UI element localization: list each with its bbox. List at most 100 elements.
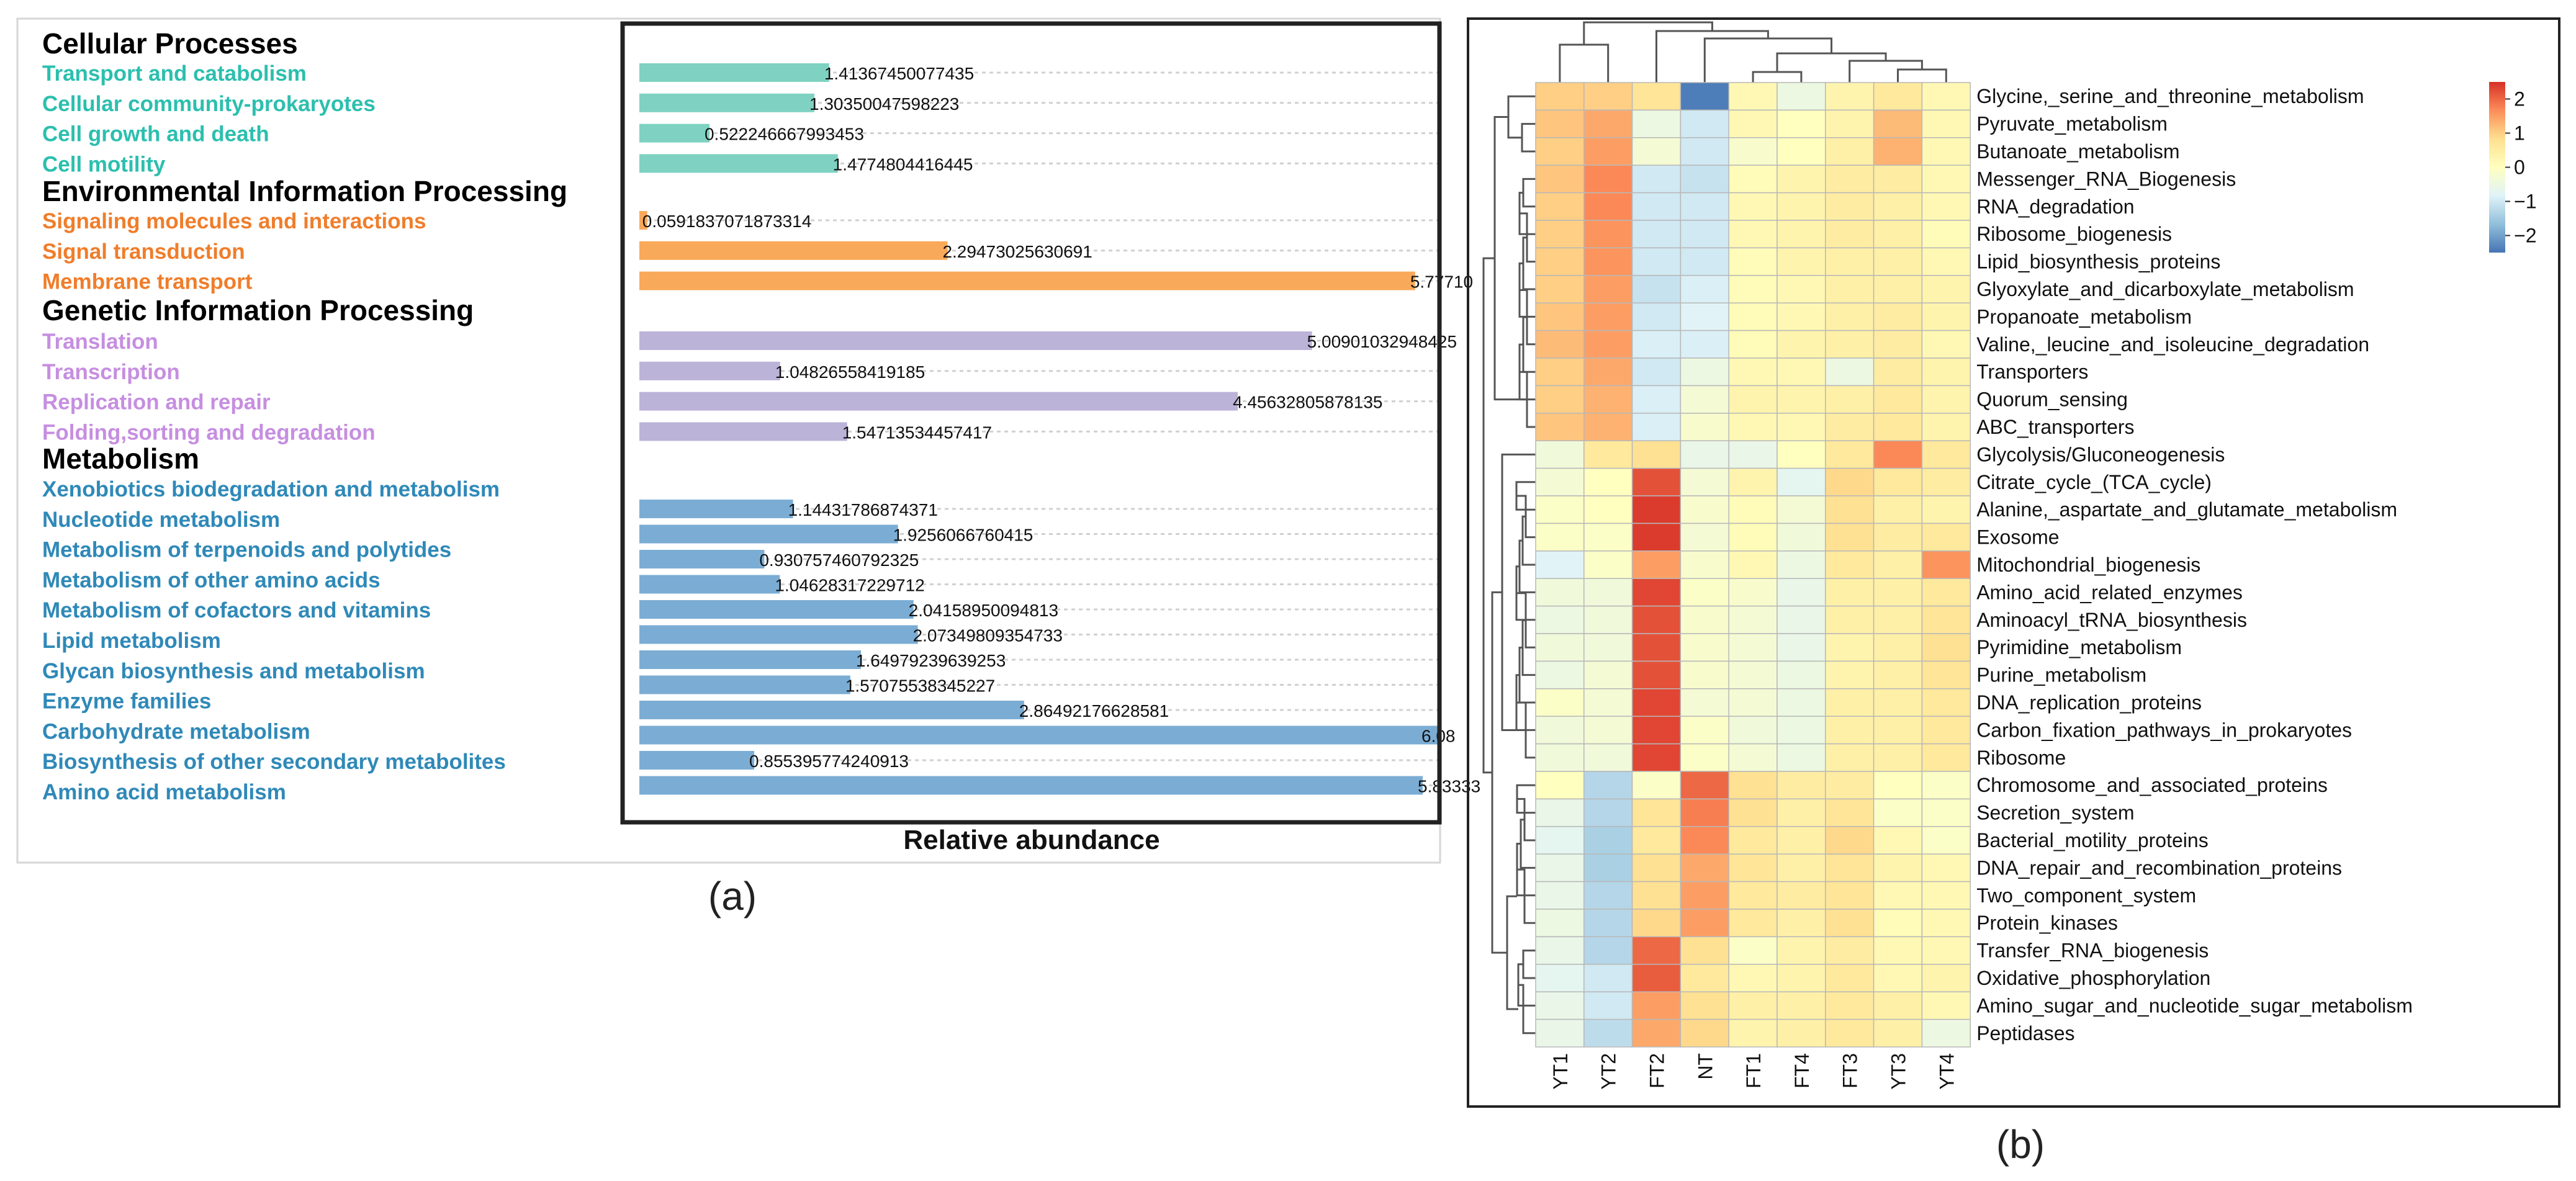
bar: [639, 361, 780, 380]
heatmap-cell: [1535, 716, 1585, 745]
dendrogram-branch: [1482, 257, 1495, 774]
heatmap-cell: [1583, 743, 1633, 772]
heatmap-cell: [1583, 164, 1633, 194]
heatmap-cell: [1873, 413, 1923, 441]
dendrogram-branch: [1776, 52, 1887, 72]
heatmap-cell: [1825, 660, 1875, 689]
bar-value-label: 2.29473025630691: [942, 242, 1092, 261]
bar-value-label: 1.57075538345227: [845, 676, 995, 696]
heatmap-cell: [1631, 330, 1682, 359]
heatmap-cell: [1777, 302, 1826, 331]
heatmap-cell: [1873, 330, 1923, 359]
bar-value-label: 1.14431786874371: [788, 500, 938, 519]
heatmap-cell: [1728, 330, 1778, 359]
heatmap-cell: [1631, 413, 1682, 441]
heatmap-cell: [1535, 1018, 1585, 1048]
heatmap-cell: [1873, 220, 1923, 249]
heatmap-column-label: YT1: [1549, 1053, 1572, 1090]
heatmap-column-label: NT: [1694, 1053, 1716, 1080]
heatmap-row-label: Mitochondrial_biogenesis: [1976, 554, 2200, 576]
heatmap-cell: [1680, 688, 1729, 717]
dendrogram-branch: [1703, 37, 1833, 83]
heatmap-cell: [1825, 330, 1875, 359]
heatmap-cell: [1535, 550, 1585, 579]
heatmap-cell: [1777, 330, 1826, 359]
heatmap-row-label: Ribosome_biogenesis: [1976, 223, 2172, 245]
heatmap-cell: [1825, 440, 1875, 469]
bar: [639, 123, 709, 143]
bar: [639, 701, 1024, 719]
heatmap-cell: [1825, 1018, 1875, 1048]
heatmap-cell: [1777, 964, 1826, 992]
heatmap-cell: [1680, 660, 1729, 689]
heatmap-row-label: Carbon_fixation_pathways_in_prokaryotes: [1976, 719, 2352, 741]
heatmap-cell: [1825, 605, 1875, 634]
heatmap-cell: [1825, 881, 1875, 910]
heatmap-cell: [1777, 137, 1826, 166]
heatmap-cell: [1728, 192, 1778, 221]
heatmap-cell: [1728, 137, 1778, 166]
heatmap-cell: [1777, 164, 1826, 194]
heatmap-cell: [1728, 688, 1778, 717]
bar: [639, 154, 838, 173]
heatmap-cell: [1535, 633, 1585, 662]
heatmap-cell: [1583, 385, 1633, 414]
heatmap-cell: [1583, 909, 1633, 938]
category-label: Translation: [42, 330, 158, 354]
heatmap-cell: [1631, 853, 1682, 882]
bar: [639, 63, 829, 82]
heatmap-cell: [1728, 413, 1778, 441]
heatmap-cell: [1535, 82, 1585, 111]
bar: [639, 241, 948, 260]
heatmap-cell: [1873, 660, 1923, 689]
heatmap-cell: [1728, 357, 1778, 387]
heatmap-cell: [1873, 523, 1923, 552]
heatmap-cell: [1921, 440, 1971, 469]
heatmap-cell: [1728, 633, 1778, 662]
bar: [639, 331, 1312, 350]
heatmap-row-label: Valine,_leucine_and_isoleucine_degradati…: [1976, 333, 2369, 356]
heatmap-cell: [1535, 467, 1585, 496]
heatmap-cell: [1825, 826, 1875, 855]
heatmap-cell: [1825, 109, 1875, 138]
heatmap-cell: [1728, 247, 1778, 276]
heatmap-cell: [1825, 991, 1875, 1020]
bar-value-label: 1.54713534457417: [842, 423, 992, 442]
heatmap-cell: [1873, 495, 1923, 524]
category-label: Membrane transport: [42, 270, 253, 294]
heatmap-cell: [1777, 523, 1826, 552]
heatmap-row-label: Propanoate_metabolism: [1976, 305, 2192, 328]
heatmap-cell: [1728, 964, 1778, 992]
heatmap-cell: [1777, 798, 1826, 827]
heatmap-cell: [1873, 302, 1923, 331]
heatmap-cell: [1631, 357, 1682, 387]
heatmap-cell: [1873, 275, 1923, 303]
heatmap-cell: [1873, 1018, 1923, 1048]
heatmap-cell: [1921, 550, 1971, 579]
panel-a-label: (a): [708, 874, 757, 918]
heatmap-cell: [1921, 330, 1971, 359]
heatmap-cell: [1825, 909, 1875, 938]
heatmap-cell: [1921, 247, 1971, 276]
heatmap-cell: [1825, 743, 1875, 772]
heatmap-cell: [1680, 467, 1729, 496]
heatmap-row-label: DNA_repair_and_recombination_proteins: [1976, 856, 2342, 879]
category-label: Transport and catabolism: [42, 61, 307, 86]
heatmap-cell: [1921, 1018, 1971, 1048]
category-label: Metabolism of cofactors and vitamins: [42, 598, 431, 622]
heatmap-cell: [1777, 660, 1826, 689]
heatmap-cell: [1825, 688, 1875, 717]
heatmap-cell: [1535, 771, 1585, 800]
bar-value-label: 1.41367450077435: [824, 64, 974, 83]
heatmap-row-label: DNA_replication_proteins: [1976, 691, 2202, 714]
heatmap-column-label: FT3: [1839, 1053, 1862, 1089]
heatmap-cell: [1535, 826, 1585, 855]
heatmap-row-label: Ribosome: [1976, 747, 2066, 769]
heatmap-cell: [1825, 164, 1875, 194]
heatmap-cell: [1680, 137, 1729, 166]
heatmap-cell: [1921, 164, 1971, 194]
bar-value-label: 2.07349809354733: [913, 626, 1063, 645]
heatmap-cell: [1873, 385, 1923, 414]
heatmap-row-label: RNA_degradation: [1976, 195, 2134, 218]
